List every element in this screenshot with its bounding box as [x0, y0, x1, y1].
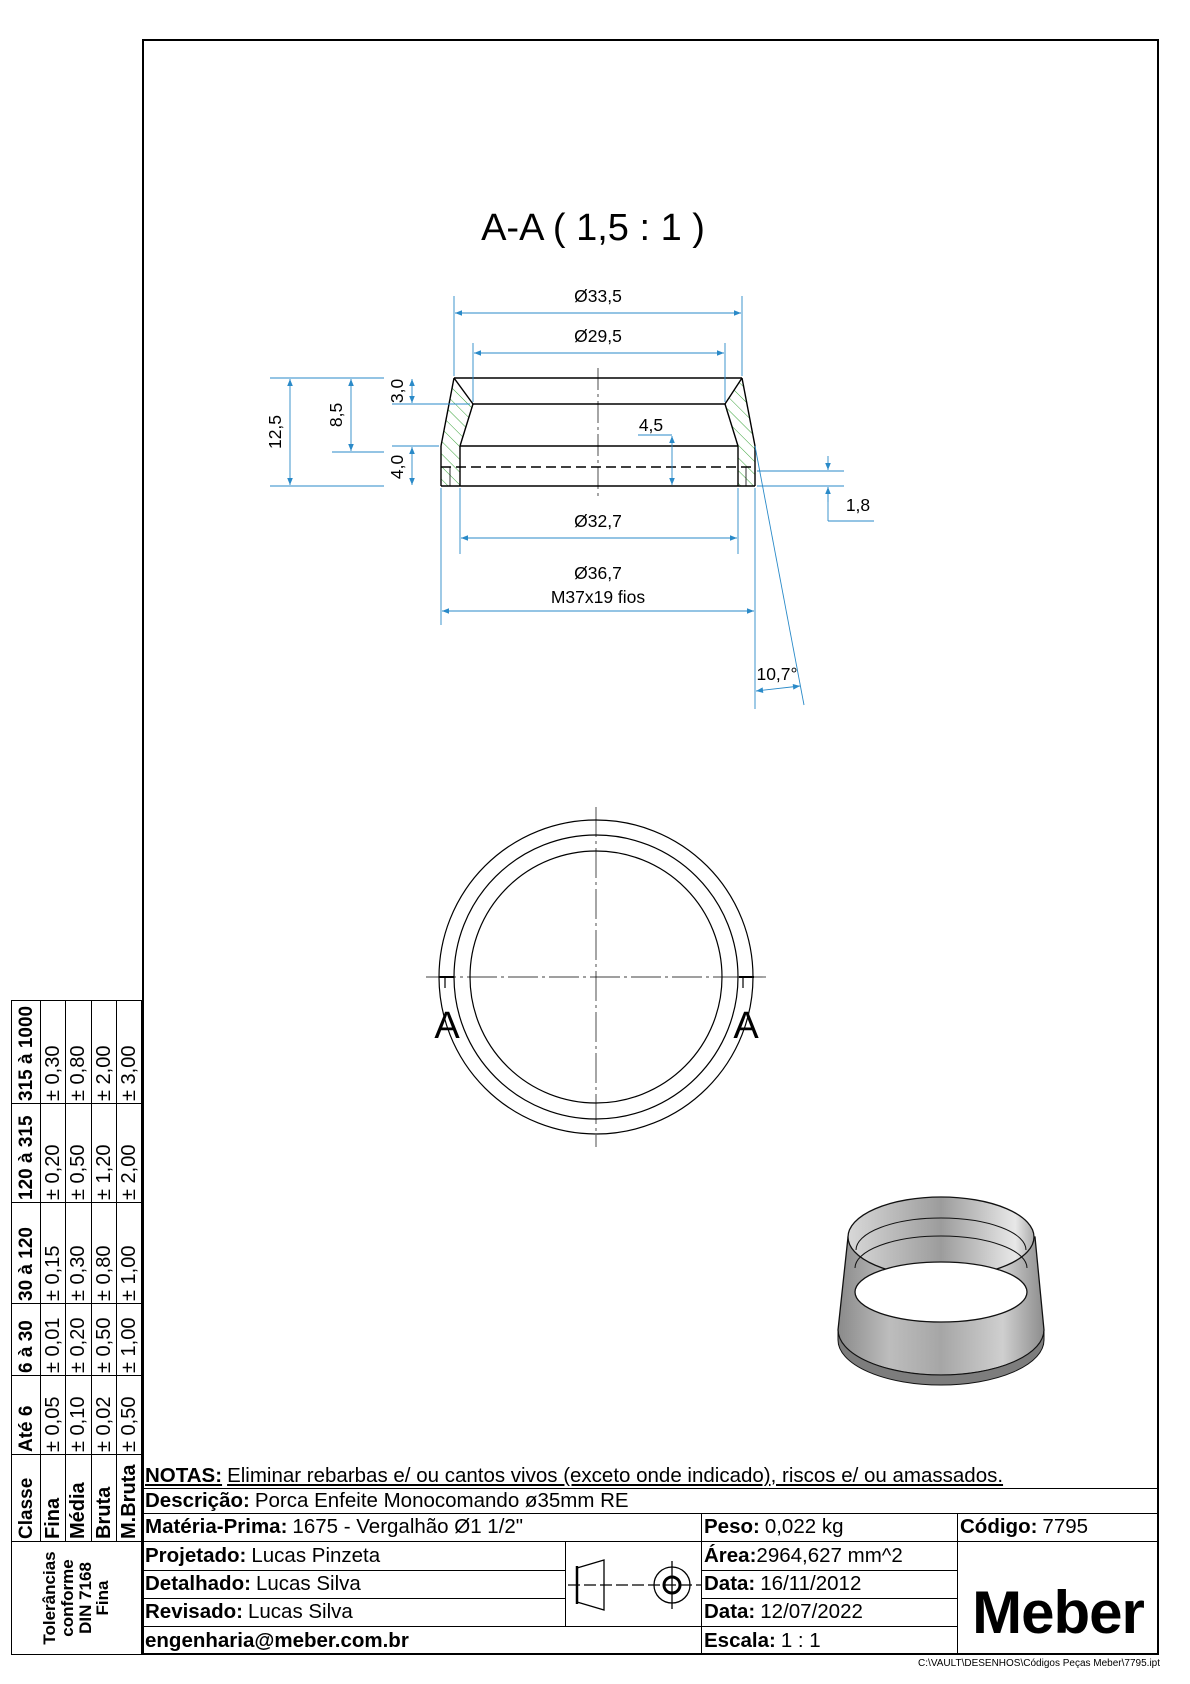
detailed-value: Lucas Silva — [255, 1572, 361, 1595]
tolerance-value: ± 0,80 — [65, 1000, 91, 1104]
tolerance-value: ± 0,50 — [91, 1303, 117, 1376]
dim-chamfer-height: 3,0 — [387, 379, 407, 404]
header-range: 315 à 1000 — [11, 1000, 41, 1104]
date-created-value: 16/11/2012 — [760, 1572, 862, 1595]
tolerance-value: ± 1,20 — [91, 1103, 117, 1203]
dim-angle: 10,7° — [756, 664, 797, 684]
top-view — [426, 807, 766, 1147]
section-marker-left: A — [434, 1005, 460, 1047]
tolerance-value: ± 0,30 — [65, 1202, 91, 1304]
code-label: Código: — [960, 1515, 1038, 1538]
date-revised-label: Data: — [704, 1600, 756, 1623]
material-label: Matéria-Prima: — [145, 1515, 288, 1538]
area-label: Área: — [704, 1543, 757, 1567]
tolerance-title: Tolerâncias conforme DIN 7168 Fina — [11, 1541, 142, 1655]
tolerance-value: ± 0,20 — [40, 1103, 66, 1203]
file-path: C:\VAULT\DESENHOS\Códigos Peças Meber\77… — [918, 1658, 1160, 1669]
tolerance-value: ± 0,05 — [40, 1375, 66, 1455]
meber-logo: Meber — [972, 1579, 1145, 1646]
header-range: 6 à 30 — [11, 1303, 41, 1376]
tolerance-value: ± 0,80 — [91, 1202, 117, 1304]
detailed-row: Detalhado: Lucas Silva — [142, 1570, 361, 1598]
class-name: M.Bruta — [116, 1454, 142, 1542]
dim-thread-spec: M37x19 fios — [551, 587, 646, 607]
weight-cell: Peso: 0,022 kg — [701, 1513, 843, 1541]
tolerance-value: ± 3,00 — [116, 1000, 142, 1104]
header-range: 30 à 120 — [11, 1202, 41, 1304]
section-view — [440, 368, 756, 500]
dim-top-outer-diameter: Ø33,5 — [574, 286, 622, 306]
view-title: A-A ( 1,5 : 1 ) — [481, 207, 705, 249]
revised-value: Lucas Silva — [247, 1600, 353, 1623]
area-cell: Área: 2964,627 mm^2 — [701, 1541, 903, 1570]
header-range: 120 à 315 — [11, 1103, 41, 1203]
tolerance-value: ± 2,00 — [116, 1103, 142, 1203]
drawing-frame — [142, 39, 1159, 1655]
designed-label: Projetado: — [145, 1543, 247, 1567]
date-revised-value: 12/07/2022 — [760, 1600, 863, 1623]
class-name: Fina — [40, 1454, 66, 1542]
tolerance-value: ± 1,00 — [116, 1202, 142, 1304]
tolerance-value: ± 1,00 — [116, 1303, 142, 1376]
material-row: Matéria-Prima: 1675 - Vergalhão Ø1 1/2" — [142, 1513, 523, 1541]
dim-thread-height: 4,5 — [639, 415, 663, 435]
header-class: Classe — [11, 1454, 41, 1542]
tolerance-value: ± 0,20 — [65, 1303, 91, 1376]
scale-cell: Escala: 1 : 1 — [701, 1626, 821, 1655]
class-name: Bruta — [91, 1454, 117, 1542]
dim-bore-height: 4,0 — [387, 455, 407, 480]
tolerance-value: ± 0,02 — [91, 1375, 117, 1455]
notes-text: Eliminar rebarbas e/ ou cantos vivos (ex… — [227, 1464, 1004, 1487]
description-row: Descrição: Porca Enfeite Monocomando ø35… — [142, 1488, 629, 1513]
scale-value: 1 : 1 — [780, 1628, 821, 1652]
date-revised-cell: Data: 12/07/2022 — [701, 1598, 863, 1626]
designed-row: Projetado: Lucas Pinzeta — [142, 1541, 380, 1570]
dim-small-height: 1,8 — [846, 495, 870, 515]
date-created-cell: Data: 16/11/2012 — [701, 1570, 861, 1598]
revised-label: Revisado: — [145, 1600, 243, 1623]
tolerance-value: ± 2,00 — [91, 1000, 117, 1104]
designed-value: Lucas Pinzeta — [251, 1543, 381, 1567]
tolerance-value: ± 0,01 — [40, 1303, 66, 1376]
dim-total-height: 12,5 — [265, 415, 285, 449]
isometric-render — [837, 1196, 1045, 1386]
description-value: Porca Enfeite Monocomando ø35mm RE — [254, 1488, 629, 1512]
email-link[interactable]: engenharia@meber.com.br — [145, 1628, 409, 1652]
code-value: 7795 — [1042, 1515, 1089, 1538]
projection-symbol-icon — [568, 1559, 701, 1611]
dim-bore-diameter: Ø32,7 — [574, 511, 622, 531]
email-row: engenharia@meber.com.br — [142, 1626, 414, 1655]
hatch-left — [441, 378, 473, 486]
tolerance-value: ± 0,30 — [40, 1000, 66, 1104]
weight-value: 0,022 kg — [764, 1515, 844, 1538]
hatch-right — [725, 378, 755, 486]
notes-label: NOTAS: — [145, 1464, 223, 1487]
tolerance-value: ± 0,15 — [40, 1202, 66, 1304]
notes-row: NOTAS: Eliminar rebarbas e/ ou cantos vi… — [142, 1464, 1003, 1488]
section-marker-right: A — [733, 1005, 759, 1047]
dim-cone-height: 8,5 — [326, 403, 346, 427]
tolerance-value: ± 0,10 — [65, 1375, 91, 1455]
weight-label: Peso: — [704, 1515, 760, 1538]
tolerance-value: ± 0,50 — [65, 1103, 91, 1203]
code-cell: Código: 7795 — [957, 1513, 1088, 1541]
dim-outer-diameter: Ø36,7 — [574, 563, 622, 583]
revised-row: Revisado: Lucas Silva — [142, 1598, 353, 1626]
tolerance-value: ± 0,50 — [116, 1375, 142, 1455]
class-name: Média — [65, 1454, 91, 1542]
detailed-label: Detalhado: — [145, 1572, 251, 1595]
scale-label: Escala: — [704, 1628, 776, 1652]
dim-top-inner-diameter: Ø29,5 — [574, 326, 622, 346]
material-value: 1675 - Vergalhão Ø1 1/2" — [292, 1515, 524, 1538]
tolerance-table: Tolerâncias conforme DIN 7168 Fina Class… — [11, 1000, 142, 1655]
area-value: 2964,627 mm^2 — [756, 1543, 903, 1567]
date-created-label: Data: — [704, 1572, 756, 1595]
header-range: Até 6 — [11, 1375, 41, 1455]
dimensions — [270, 296, 874, 709]
description-label: Descrição: — [145, 1488, 250, 1512]
